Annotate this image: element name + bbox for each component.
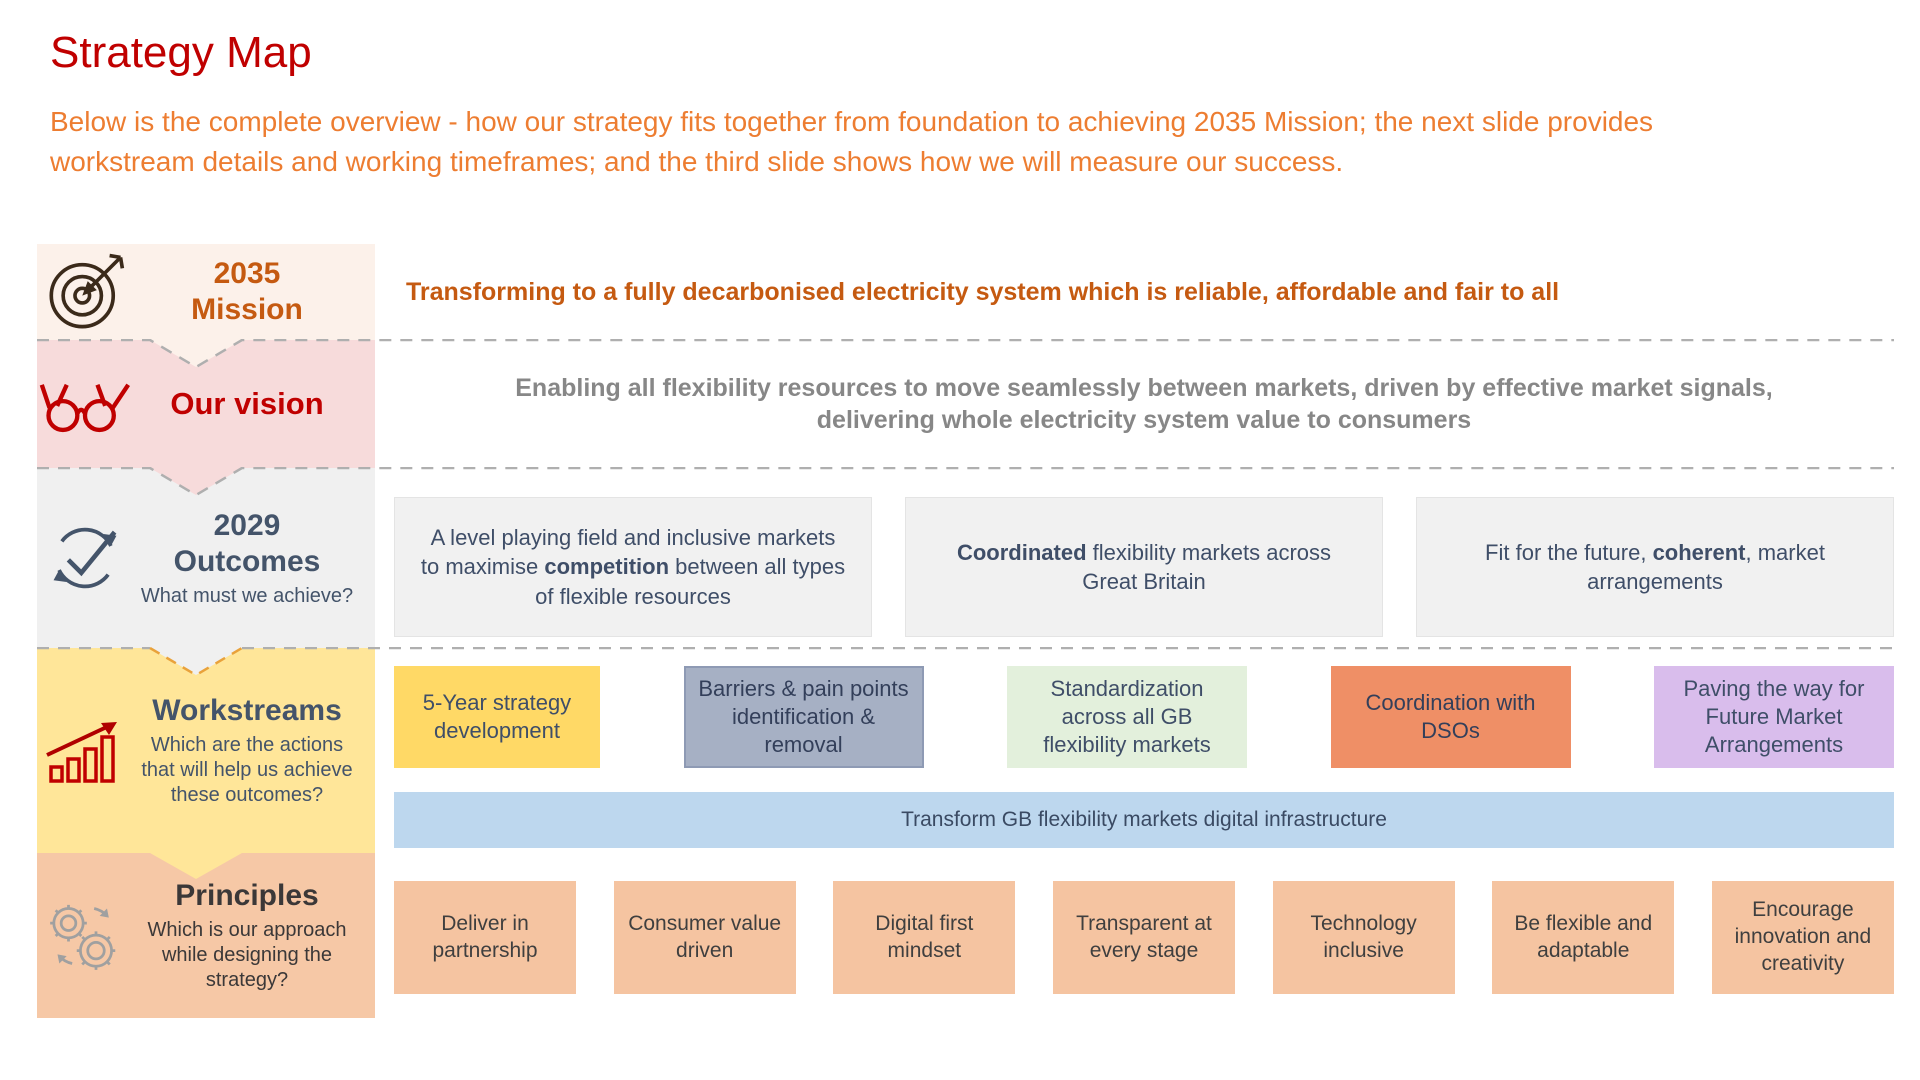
- mission-statement: Transforming to a fully decarbonised ele…: [406, 277, 1560, 306]
- workstream-box-barriers: Barriers & pain points identification & …: [683, 666, 924, 768]
- vision-statement-line-2: delivering whole electricity system valu…: [816, 406, 1472, 434]
- workstreams-row: 5-Year strategy development Barriers & p…: [394, 666, 1894, 768]
- glasses-icon: [37, 372, 133, 436]
- outcomes-band: 2029 Outcomes What must we achieve?: [37, 468, 375, 648]
- vision-statement-line-1: Enabling all flexibility resources to mo…: [515, 373, 1773, 402]
- subtitle-line-1: Below is the complete overview - how our…: [50, 106, 1654, 137]
- principle-box-innovation: Encourage innovation and creativity: [1711, 881, 1894, 994]
- vision-statement: Enabling all flexibility resources to mo…: [394, 340, 1894, 468]
- circular-check-icon: [37, 521, 133, 595]
- principle-box-flexible: Be flexible and adaptable: [1492, 881, 1675, 994]
- outcomes-question: What must we achieve?: [140, 584, 354, 607]
- principle-box-technology: Technology inclusive: [1272, 881, 1455, 994]
- outcomes-band-text: 2029 Outcomes What must we achieve?: [133, 508, 375, 609]
- workstreams-band-text: Workstreams Which are the actions that w…: [133, 693, 375, 808]
- vision-band-text: Our vision: [133, 385, 375, 422]
- principles-question: Which is our approach while designing th…: [147, 919, 347, 991]
- principle-box-digital: Digital first mindset: [833, 881, 1016, 994]
- page-title: Strategy Map: [50, 28, 312, 77]
- principles-label: Principles: [175, 879, 319, 912]
- mission-label: 2035 Mission: [191, 257, 303, 326]
- outcome-box-coordinated: Coordinated flexibility markets across G…: [905, 497, 1383, 637]
- workstream-box-standardization: Standardization across all GB flexibilit…: [1007, 666, 1247, 768]
- principles-band-text: Principles Which is our approach while d…: [133, 878, 375, 993]
- workstream-box-future-market: Paving the way for Future Market Arrange…: [1654, 666, 1894, 768]
- workstream-box-strategy: 5-Year strategy development: [394, 666, 600, 768]
- outcomes-row: A level playing field and inclusive mark…: [394, 497, 1894, 637]
- outcomes-label: 2029 Outcomes: [173, 508, 321, 578]
- outcome-box-coherent: Fit for the future, coherent, market arr…: [1416, 497, 1894, 637]
- vision-label: Our vision: [170, 386, 324, 422]
- vision-band: Our vision: [37, 340, 375, 468]
- gears-icon: [37, 895, 133, 977]
- principles-row: Deliver in partnership Consumer value dr…: [394, 881, 1894, 994]
- principles-band: Principles Which is our approach while d…: [37, 853, 375, 1018]
- outcome-box-competition: A level playing field and inclusive mark…: [394, 497, 872, 637]
- workstream-box-dso: Coordination with DSOs: [1330, 666, 1571, 768]
- principle-box-consumer: Consumer value driven: [613, 881, 796, 994]
- target-icon: [37, 250, 133, 334]
- slide-subtitle: Below is the complete overview - how our…: [50, 102, 1653, 182]
- principle-box-transparent: Transparent at every stage: [1052, 881, 1235, 994]
- subtitle-line-2: workstream details and working timeframe…: [50, 145, 1344, 177]
- workstreams-band: Workstreams Which are the actions that w…: [37, 648, 375, 853]
- principle-box-partnership: Deliver in partnership: [394, 881, 576, 994]
- workstreams-question: Which are the actions that will help us …: [141, 734, 353, 806]
- workstreams-label: Workstreams: [152, 694, 342, 727]
- mission-band: 2035 Mission: [37, 244, 375, 340]
- mission-band-text: 2035 Mission: [133, 256, 375, 328]
- digital-infrastructure-bar: Transform GB flexibility markets digital…: [394, 792, 1894, 848]
- rising-bar-chart-icon: [37, 717, 133, 785]
